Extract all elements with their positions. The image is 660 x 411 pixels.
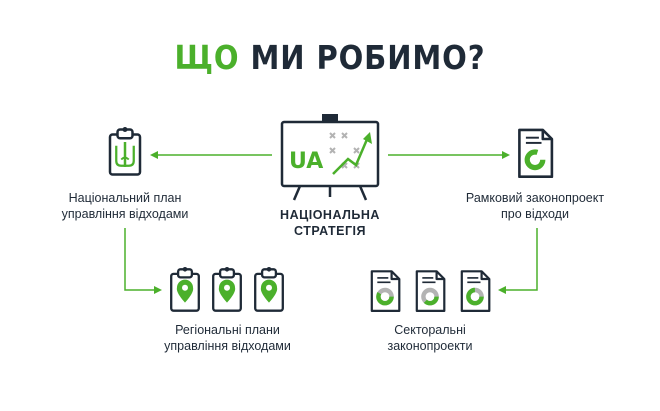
center-label-line2: СТРАТЕГІЯ (293, 224, 366, 238)
arrowheads (150, 151, 510, 294)
strategy-board-icon: UA (280, 114, 380, 201)
regional-clipboards (170, 265, 284, 312)
center-label: НАЦІОНАЛЬНА СТРАТЕГІЯ (260, 207, 400, 239)
document-pie-icon (415, 270, 446, 312)
connectors (124, 154, 538, 291)
title-part2: МИ РОБИМО? (250, 38, 486, 77)
arrow-right-to-sectoral (504, 228, 538, 291)
map-pin-clipboard-icon (254, 265, 284, 312)
trident-clipboard-icon (108, 125, 142, 176)
national-plan-line1: Національний план (68, 191, 182, 205)
page-title: ЩО МИ РОБИМО? (40, 38, 621, 77)
sectoral-bills-line2: законопроекти (387, 339, 473, 353)
regional-plans-label: Регіональні плани управління відходами (140, 322, 315, 354)
framework-bill-label: Рамковий законопроект про відходи (445, 190, 625, 222)
sectoral-documents (370, 270, 491, 312)
regional-plans-line1: Регіональні плани (175, 323, 280, 337)
document-pie-icon (370, 270, 401, 312)
framework-bill-line1: Рамковий законопроект (465, 191, 605, 205)
sectoral-bills-label: Секторальні законопроекти (360, 322, 500, 354)
sectoral-bills-line1: Секторальні (394, 323, 466, 337)
map-pin-clipboard-icon (170, 265, 200, 312)
document-pie-icon (460, 270, 491, 312)
regional-plans-line2: управління відходами (164, 339, 291, 353)
center-label-line1: НАЦІОНАЛЬНА (280, 208, 380, 222)
national-plan-line2: управління відходами (61, 207, 189, 221)
national-plan-label: Національний план управління відходами (40, 190, 210, 222)
map-pin-clipboard-icon (212, 265, 242, 312)
document-chart-icon (518, 128, 554, 178)
title-part1: ЩО (174, 38, 240, 77)
board-text: UA (289, 149, 323, 174)
framework-bill-line2: про відходи (501, 207, 569, 221)
arrow-left-to-regional (124, 228, 156, 291)
